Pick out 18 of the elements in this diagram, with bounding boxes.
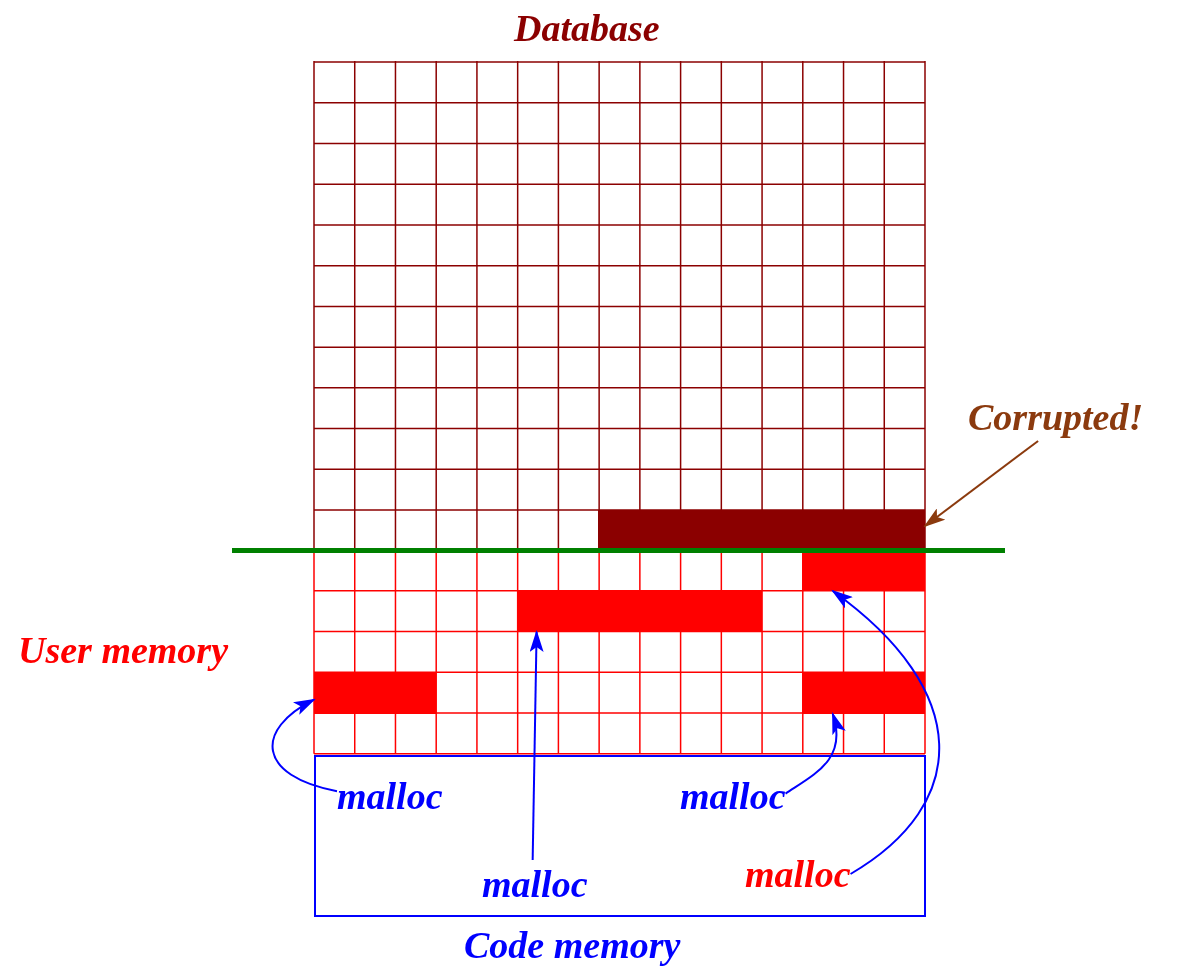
function-label: malloc: [680, 772, 786, 820]
region-label: Code memory: [464, 923, 681, 967]
memory-block: [517, 591, 762, 632]
function-label: malloc: [337, 772, 443, 820]
function-label: malloc: [482, 860, 588, 908]
region-label: Database: [514, 6, 660, 50]
corrupted-block: [598, 510, 925, 550]
callout-label: Corrupted!: [968, 393, 1144, 441]
arrow: [831, 589, 941, 875]
arrow: [271, 698, 338, 793]
arrow: [784, 712, 845, 795]
arrow: [923, 440, 1040, 528]
region-label: User memory: [18, 628, 229, 672]
arrow: [529, 630, 544, 861]
memory-block: [802, 673, 925, 714]
memory-block: [802, 552, 925, 591]
function-label: malloc: [745, 850, 851, 898]
memory-block: [314, 673, 436, 714]
